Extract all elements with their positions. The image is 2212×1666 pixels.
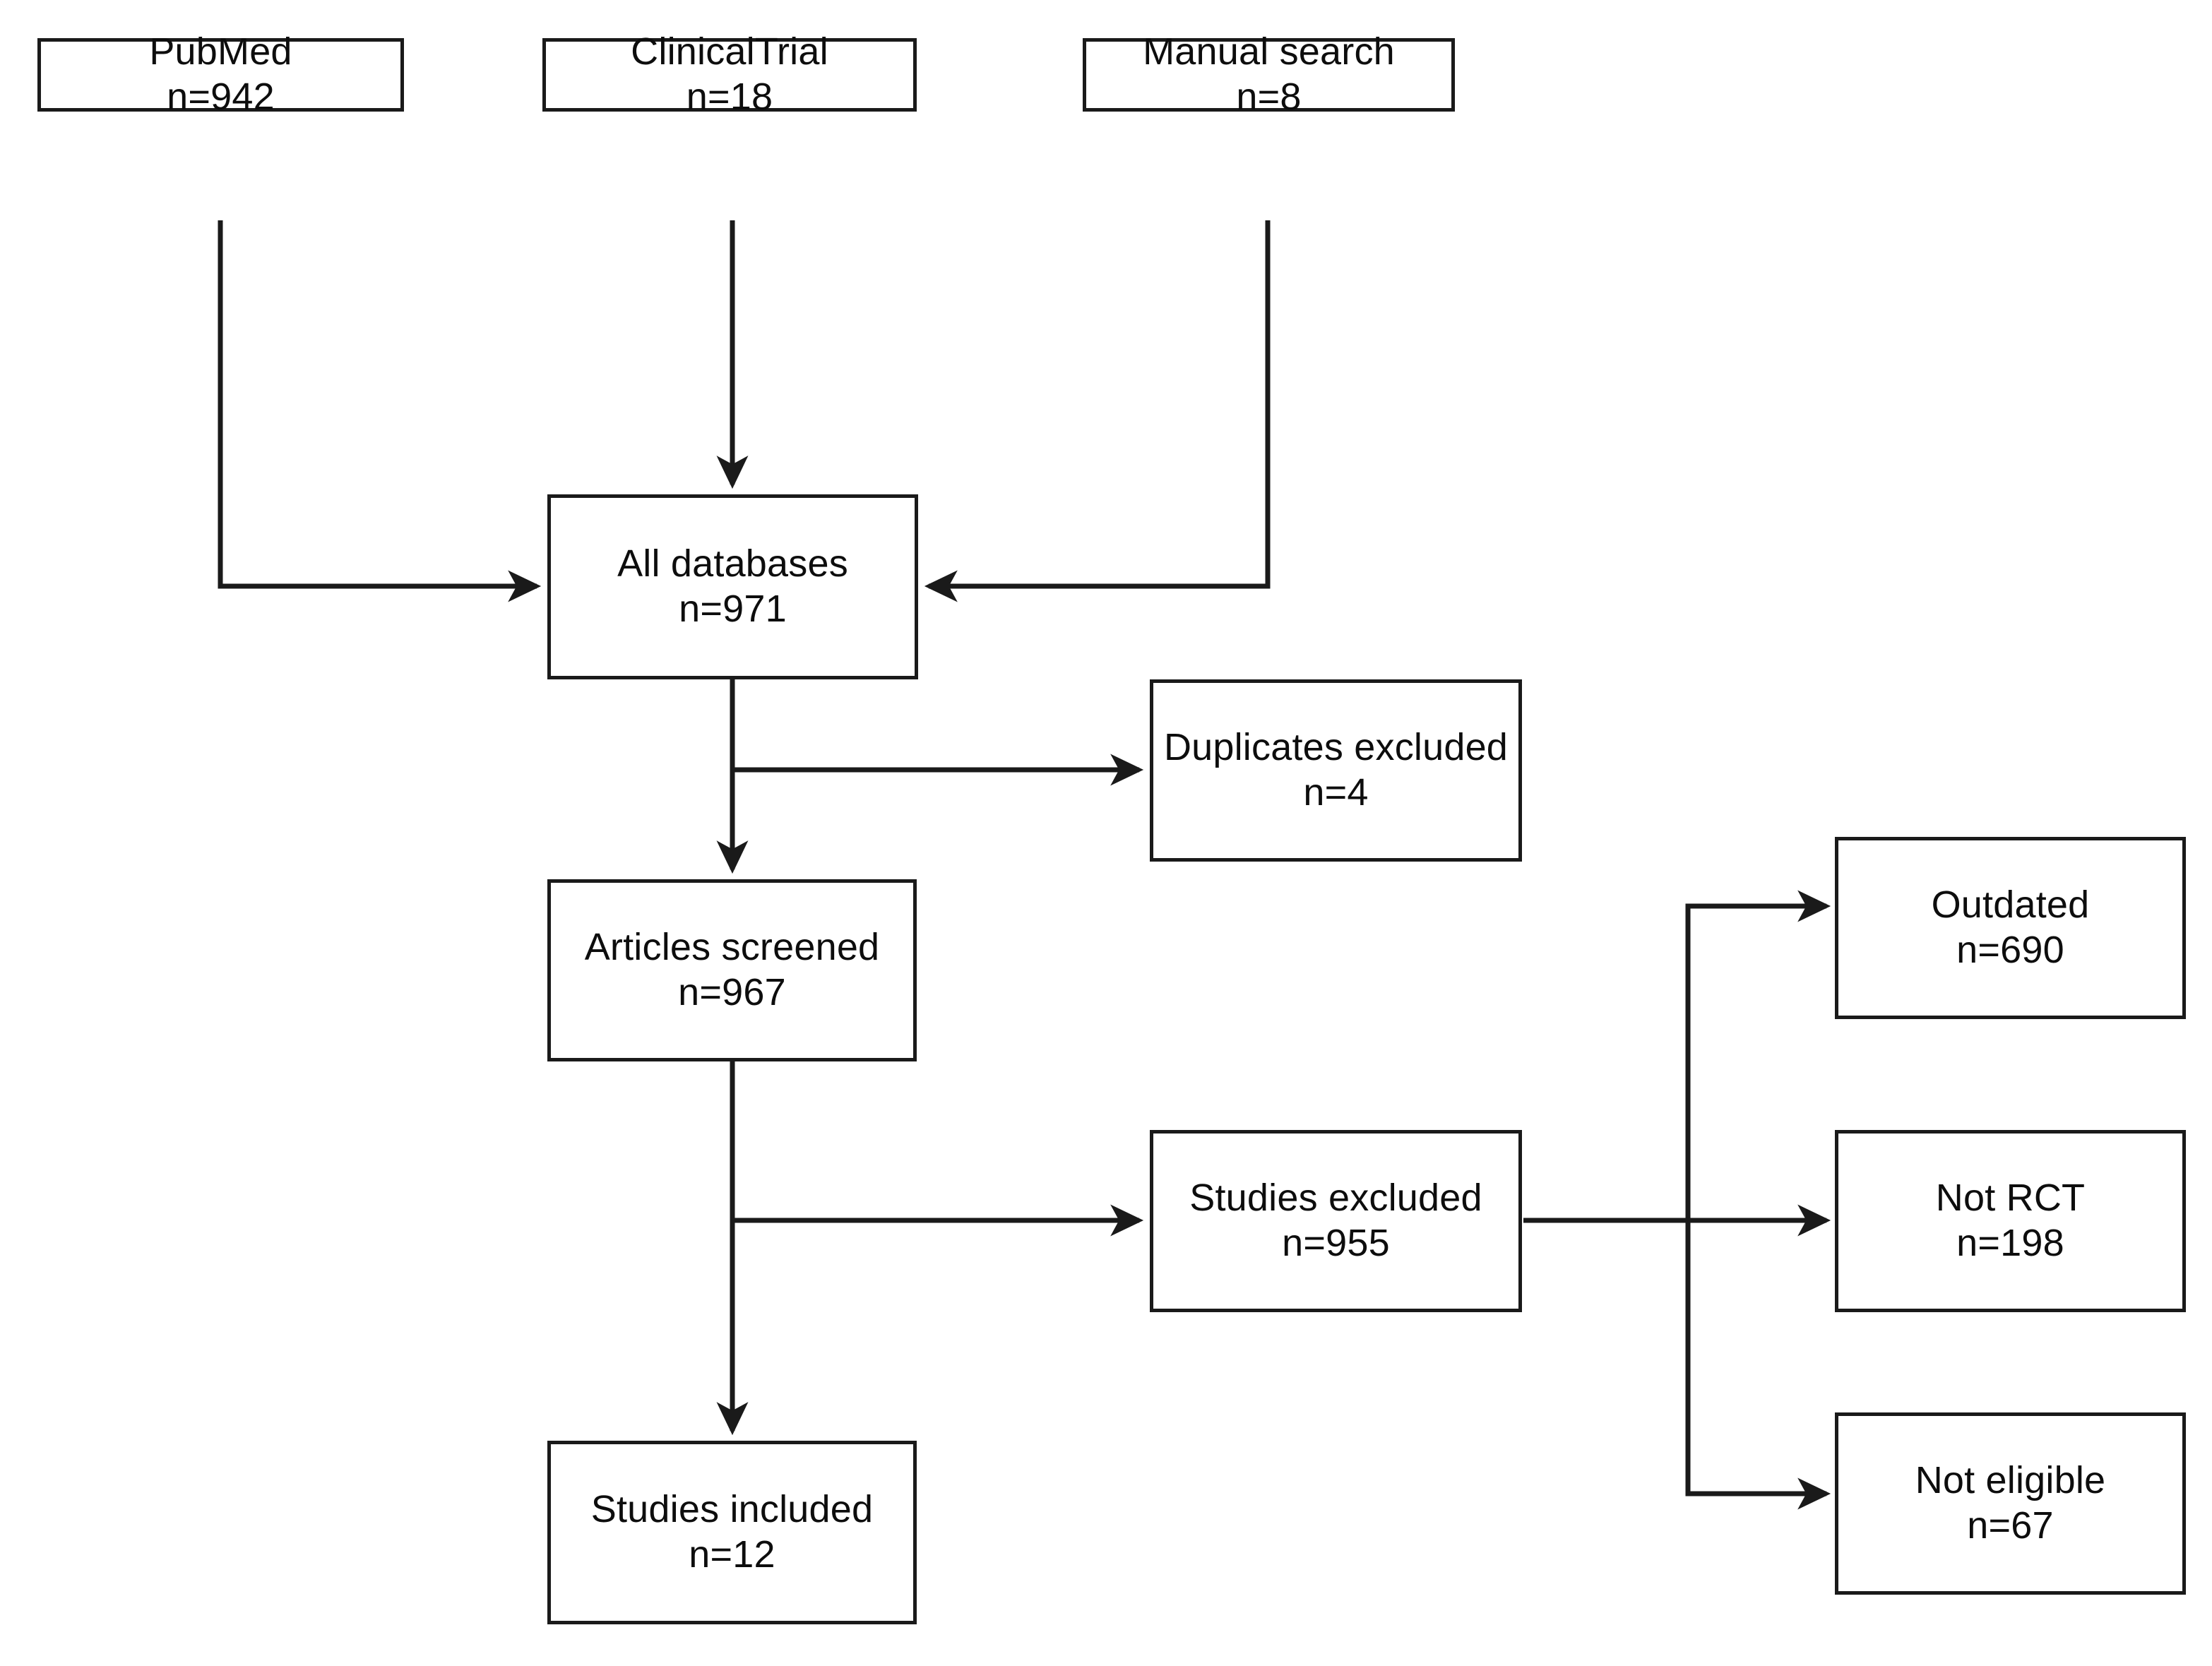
node-manual-search[interactable]: Manual search n=8 — [1083, 30, 1455, 118]
node-not-rct[interactable]: Not RCT n=198 — [1835, 1130, 2186, 1312]
node-studies-included-count: n=12 — [689, 1533, 775, 1576]
node-studies-included[interactable]: Studies included n=12 — [547, 1441, 917, 1624]
node-duplicates-excluded-label: Duplicates excluded — [1163, 726, 1509, 769]
node-manual-search-label: Manual search — [1143, 30, 1395, 73]
node-not-eligible[interactable]: Not eligible n=67 — [1835, 1412, 2186, 1595]
node-all-databases-count: n=971 — [679, 588, 787, 630]
node-not-eligible-count: n=67 — [1967, 1504, 2054, 1547]
node-all-databases-label: All databases — [617, 542, 848, 585]
node-outdated-label: Outdated — [1931, 883, 2090, 927]
node-not-eligible-label: Not eligible — [1915, 1459, 2106, 1502]
node-studies-excluded-label: Studies excluded — [1189, 1177, 1482, 1220]
node-articles-screened-count: n=967 — [678, 971, 786, 1013]
node-pubmed-label: PubMed — [149, 30, 292, 73]
node-not-rct-count: n=198 — [1956, 1222, 2064, 1264]
node-clinicaltrial[interactable]: ClinicalTrial n=18 — [542, 30, 917, 118]
node-articles-screened[interactable]: Articles screened n=967 — [547, 879, 917, 1061]
node-pubmed-count: n=942 — [167, 76, 275, 118]
node-studies-included-label: Studies included — [590, 1488, 874, 1531]
node-clinicaltrial-label: ClinicalTrial — [631, 30, 828, 73]
node-studies-excluded-count: n=955 — [1282, 1222, 1390, 1264]
edge-pubmed-to-all-databases — [218, 220, 542, 602]
edge-studies-excluded-to-not-eligible — [1685, 1220, 1831, 1510]
edge-manual-search-to-all-databases — [924, 220, 1271, 602]
node-clinicaltrial-count: n=18 — [686, 76, 773, 118]
node-duplicates-excluded-count: n=4 — [1303, 771, 1369, 814]
node-studies-excluded[interactable]: Studies excluded n=955 — [1150, 1130, 1522, 1312]
node-outdated[interactable]: Outdated n=690 — [1835, 837, 2186, 1019]
node-articles-screened-label: Articles screened — [584, 926, 880, 969]
node-pubmed[interactable]: PubMed n=942 — [37, 30, 404, 118]
node-outdated-count: n=690 — [1956, 929, 2064, 971]
node-all-databases[interactable]: All databases n=971 — [547, 494, 918, 679]
edge-studies-excluded-to-outdated — [1523, 890, 1831, 1223]
node-not-rct-label: Not RCT — [1935, 1177, 2086, 1220]
node-manual-search-count: n=8 — [1236, 76, 1302, 118]
node-duplicates-excluded[interactable]: Duplicates excluded n=4 — [1150, 679, 1522, 862]
